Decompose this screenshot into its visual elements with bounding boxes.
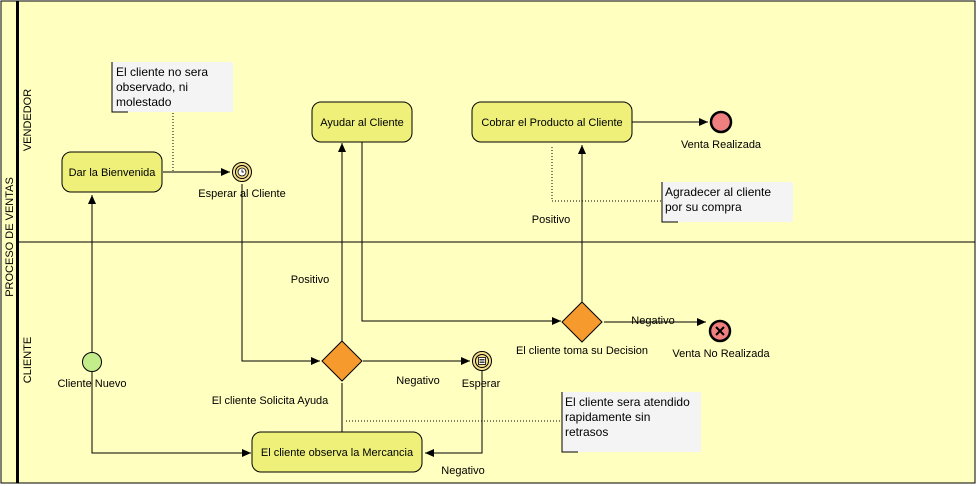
list-icon [478, 357, 486, 365]
task-welcome-label: Dar la Bienvenida [69, 167, 157, 179]
flow-wait-client-to-gateway[interactable] [241, 184, 320, 365]
note-fast-service[interactable]: El cliente sera atendido rapidamente sin… [561, 392, 701, 453]
task-charge-label: Cobrar el Producto al Cliente [481, 117, 622, 129]
flow-label-negative-1: Negativo [396, 375, 439, 387]
flow-label-positive-1: Positivo [291, 274, 330, 286]
timer-event-label: Esperar al Cliente [198, 188, 285, 200]
note-line: El cliente sera atendido [565, 395, 690, 409]
task-charge[interactable]: Cobrar el Producto al Cliente [471, 101, 633, 143]
note-not-observed[interactable]: El cliente no sera observado, ni molesta… [111, 62, 233, 113]
task-observe-label: El cliente observa la Mercancia [261, 447, 414, 459]
flow-help-to-decision[interactable] [361, 142, 561, 325]
note-line: molestado [116, 95, 172, 109]
assoc-note2 [551, 147, 663, 202]
task-help-label: Ayudar al Cliente [320, 117, 404, 129]
flow-wait-to-observe[interactable] [425, 371, 483, 457]
flow-label-positive-2: Positivo [532, 214, 571, 226]
cancel-icon [715, 326, 725, 336]
note-fast-service-text: El cliente sera atendido rapidamente sin… [565, 395, 693, 439]
end-event-sold[interactable] [709, 110, 733, 134]
task-observe[interactable]: El cliente observa la Mercancia [251, 431, 423, 473]
gateway-decision[interactable] [561, 301, 603, 343]
end-event-not-sold[interactable] [708, 319, 732, 343]
task-help[interactable]: Ayudar al Cliente [311, 101, 413, 143]
lane-label-cliente: CLIENTE [22, 337, 34, 383]
gateway-decision-label: El cliente toma su Decision [516, 345, 648, 357]
note-line: por su compra [665, 200, 742, 214]
gateway-asks-help-label: El cliente Solicita Ayuda [212, 395, 329, 407]
wait-event-label: Esperar [462, 378, 501, 390]
start-event-label: Cliente Nuevo [57, 378, 126, 390]
end-event-sold-label: Venta Realizada [681, 139, 762, 151]
wait-event[interactable] [472, 351, 492, 371]
start-event[interactable] [82, 352, 102, 372]
note-line: El cliente no sera [116, 65, 208, 79]
note-thank-client[interactable]: Agradecer al cliente por su compra [661, 182, 793, 223]
note-thank-client-text: Agradecer al cliente por su compra [665, 185, 774, 214]
pool-label: PROCESO DE VENTAS [4, 177, 16, 297]
flow-label-negative-3: Negativo [441, 465, 484, 477]
clock-icon [237, 167, 247, 177]
flow-label-negative-2: Negativo [631, 315, 674, 327]
lane-label-vendedor: VENDEDOR [22, 89, 34, 151]
flow-start-to-observe[interactable] [91, 372, 251, 457]
note-line: observado, ni [116, 80, 188, 94]
note-not-observed-text: El cliente no sera observado, ni molesta… [116, 65, 211, 109]
sequence-flows [88, 118, 708, 457]
associations [172, 113, 663, 422]
timer-event[interactable] [232, 162, 252, 182]
end-event-not-sold-label: Venta No Realizada [672, 348, 770, 360]
task-welcome[interactable]: Dar la Bienvenida [61, 151, 163, 193]
gateway-asks-help[interactable] [321, 340, 363, 382]
note-line: rapidamente sin [565, 410, 650, 424]
note-line: retrasos [565, 425, 608, 439]
note-line: Agradecer al cliente [665, 185, 771, 199]
